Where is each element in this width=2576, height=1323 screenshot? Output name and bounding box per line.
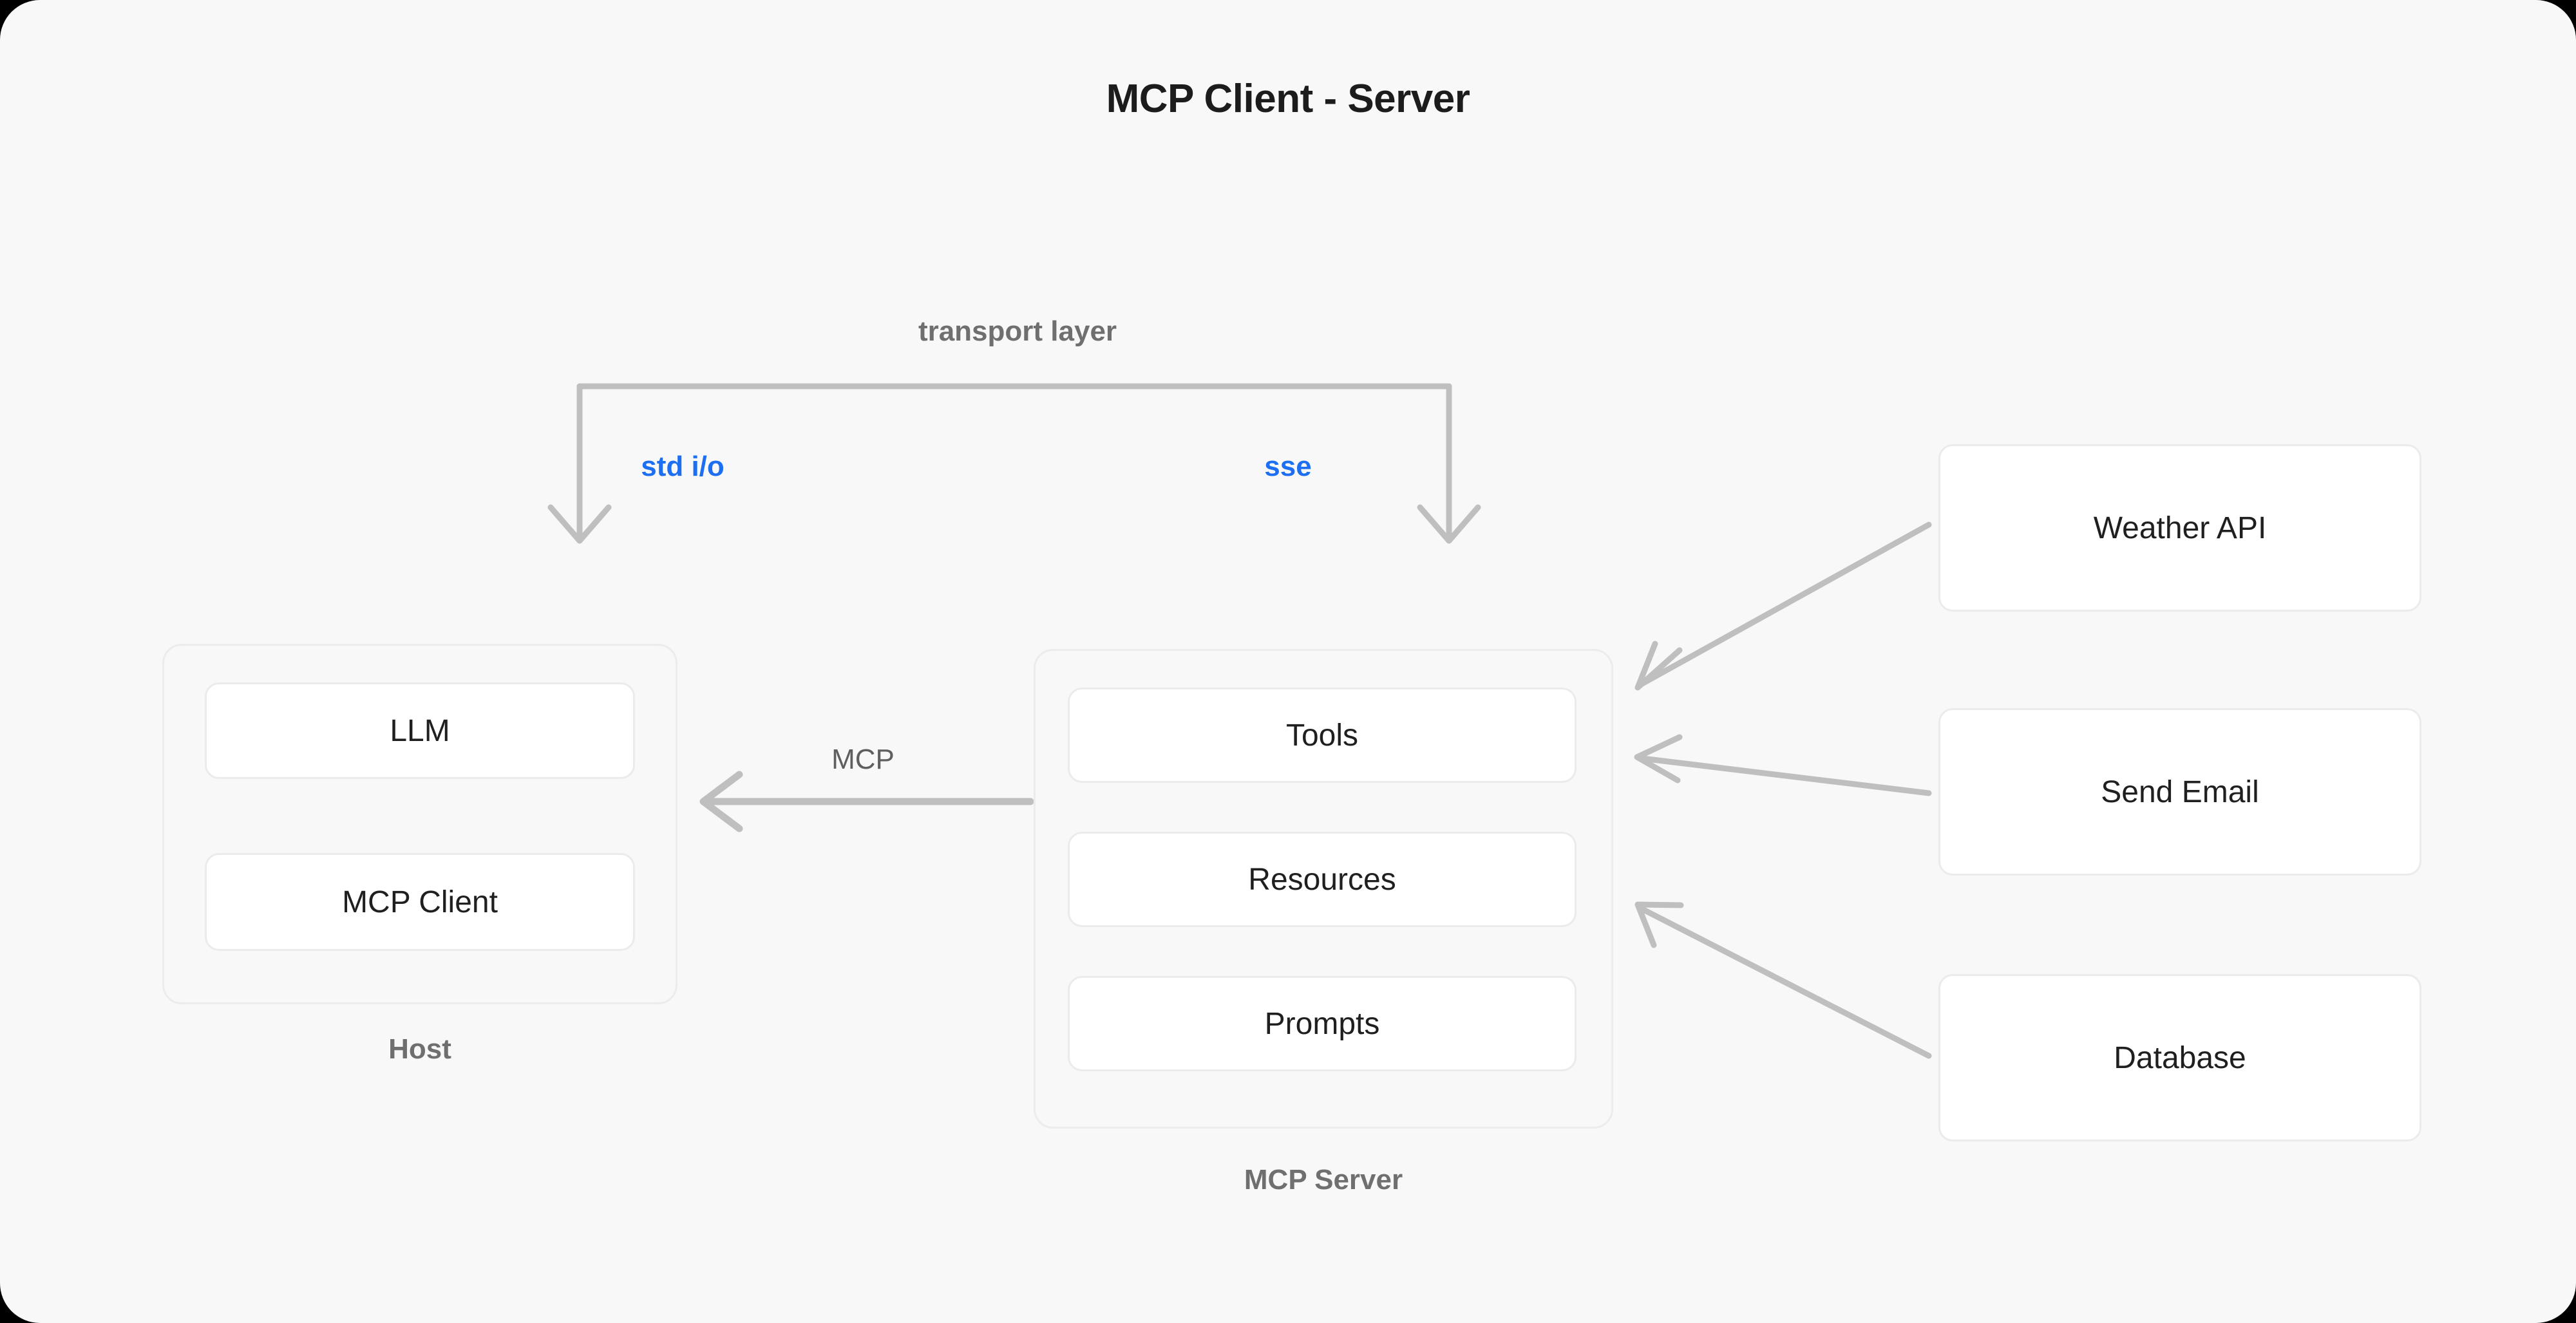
node-database[interactable]: Database xyxy=(1938,974,2421,1141)
node-resources[interactable]: Resources xyxy=(1068,832,1577,927)
database-edge-line xyxy=(1639,906,1932,1059)
protocol-label-sse: sse xyxy=(1264,451,1312,482)
email-edge-arrowhead xyxy=(1634,734,1683,783)
node-send-email[interactable]: Send Email xyxy=(1938,708,2421,876)
page-title: MCP Client - Server xyxy=(1106,77,1470,121)
transport-sse-arrowhead xyxy=(1417,504,1481,544)
node-llm[interactable]: LLM xyxy=(205,682,635,779)
mcp-edge-arrowhead xyxy=(699,771,743,832)
database-edge-arrowhead xyxy=(1634,901,1684,948)
weather-edge-arrowhead xyxy=(1634,641,1683,691)
node-weather-api[interactable]: Weather API xyxy=(1938,444,2421,612)
mcp-edge-label: MCP xyxy=(831,744,895,775)
node-prompts[interactable]: Prompts xyxy=(1068,976,1577,1071)
transport-layer-label: transport layer xyxy=(918,315,1117,347)
node-mcp-client[interactable]: MCP Client xyxy=(205,853,635,951)
node-tools[interactable]: Tools xyxy=(1068,688,1577,783)
host-caption: Host xyxy=(388,1033,451,1065)
transport-stdio-arrowhead xyxy=(547,504,612,544)
email-edge-line xyxy=(1639,755,1932,796)
weather-edge-line xyxy=(1639,521,1932,687)
mcp-server-caption: MCP Server xyxy=(1244,1164,1403,1196)
protocol-label-stdio: std i/o xyxy=(641,451,724,482)
